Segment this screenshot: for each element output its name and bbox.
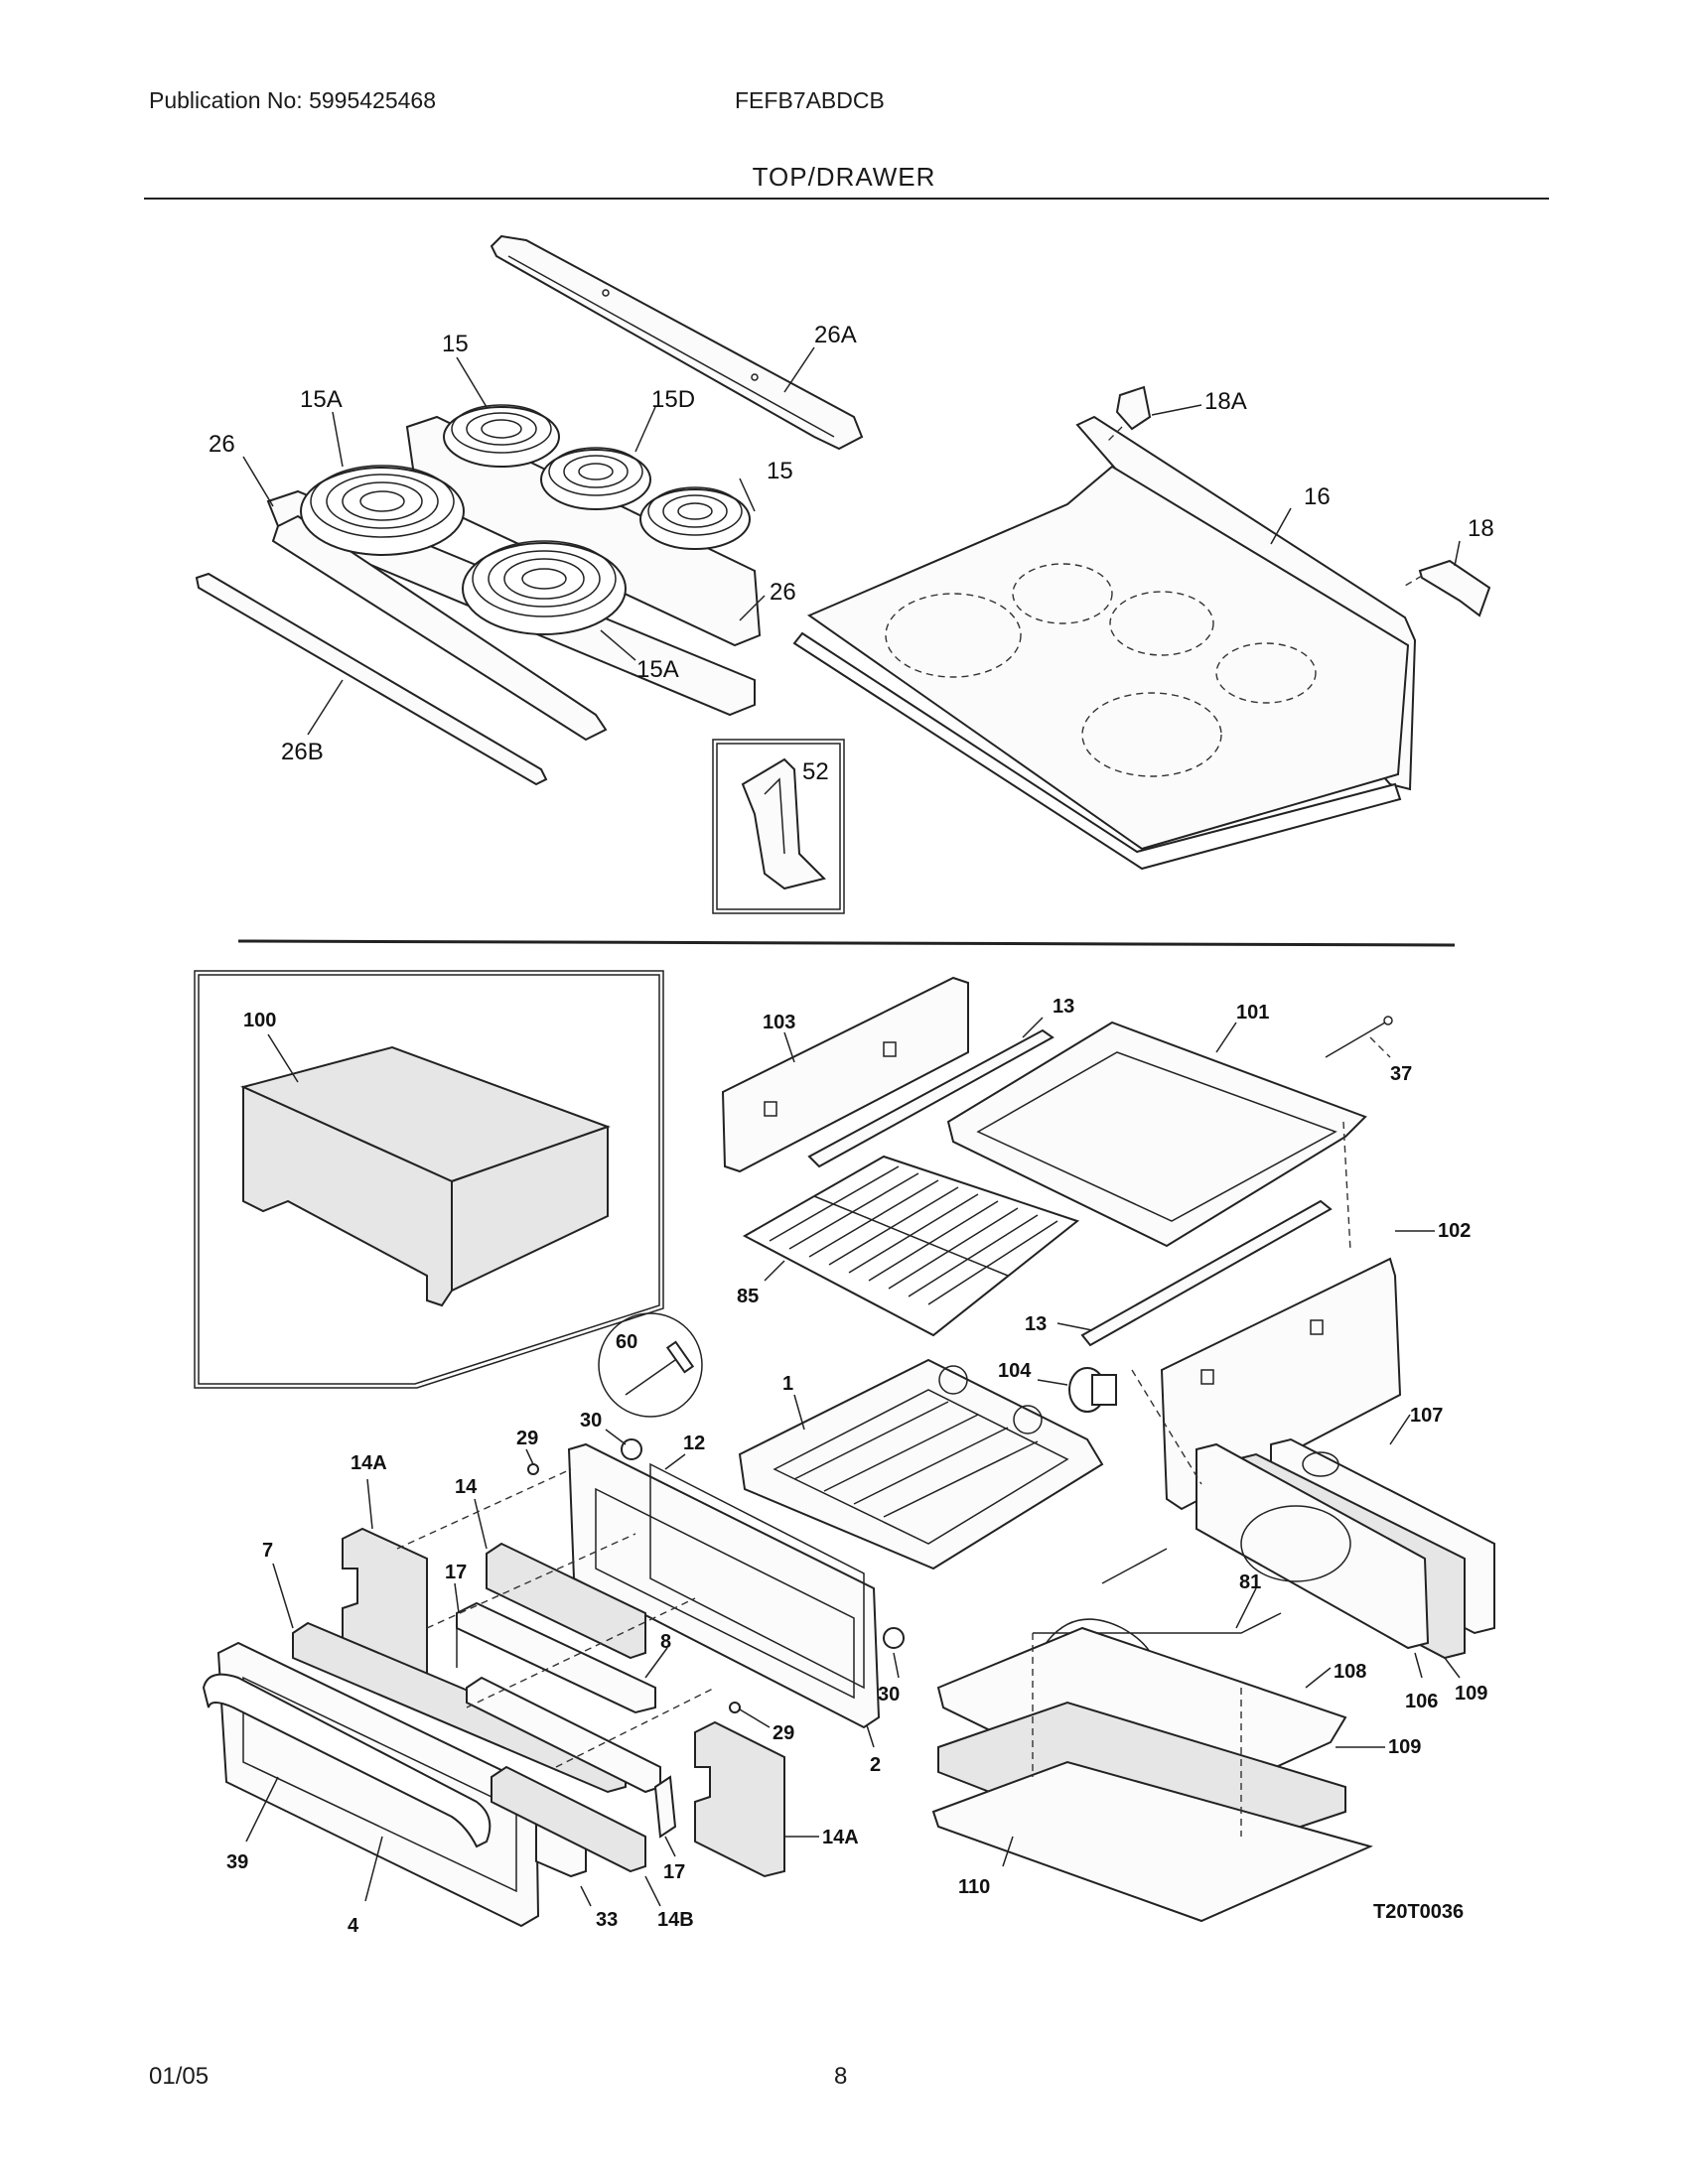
label-14a-upper: 14A [351, 1452, 387, 1474]
part-17-bracket-upper [456, 1601, 656, 1714]
label-14a-lower: 14A [822, 1827, 859, 1848]
part-14-insulation-strip [486, 1542, 646, 1660]
label-1: 1 [782, 1373, 793, 1395]
label-15d: 15D [651, 386, 695, 413]
label-101: 101 [1236, 1002, 1269, 1024]
label-103: 103 [763, 1012, 795, 1033]
part-110-bottom-cover [931, 1760, 1373, 1923]
label-18: 18 [1468, 515, 1494, 542]
part-39-handle [202, 1673, 492, 1848]
part-104-lamp-socket [1068, 1367, 1117, 1413]
label-17-upper: 17 [445, 1562, 467, 1583]
part-60-screw [625, 1340, 695, 1396]
part-14a-insulation-right [694, 1720, 785, 1878]
label-14: 14 [455, 1476, 478, 1498]
label-39: 39 [226, 1851, 248, 1873]
assembly-lines [396, 1121, 1351, 1837]
part-13-rail-upper [807, 1028, 1055, 1168]
part-29-screw-upper [527, 1463, 539, 1475]
part-26b-front-strip [195, 572, 548, 786]
label-15a-left: 15A [300, 386, 343, 413]
label-108: 108 [1334, 1661, 1366, 1683]
inset-box-100 [194, 970, 664, 1389]
part-100-insulation-blanket [240, 1045, 611, 1307]
part-12-gasket [649, 1462, 865, 1690]
section-title: TOP/DRAWER [752, 162, 936, 192]
label-100: 100 [243, 1010, 276, 1031]
label-30-lower: 30 [878, 1684, 900, 1706]
label-30-upper: 30 [580, 1410, 602, 1432]
part-1-drawer-pan [738, 1358, 1104, 1570]
part-16-glass-cooktop [792, 415, 1417, 871]
label-102: 102 [1438, 1220, 1471, 1242]
model-number: FEFB7ABDCB [735, 87, 885, 113]
part-52-trim [741, 757, 826, 890]
part-103-side-panel [721, 976, 969, 1173]
diagram-code: T20T0036 [1373, 1901, 1464, 1923]
label-14b: 14B [657, 1909, 694, 1931]
label-105: 106 [1405, 1691, 1438, 1712]
burner-15a-left-large [300, 465, 465, 556]
label-2: 2 [870, 1754, 881, 1776]
part-30-bumper-lower [883, 1627, 905, 1649]
label-26-left: 26 [209, 431, 235, 458]
label-13-lower: 13 [1025, 1313, 1047, 1335]
label-16: 16 [1304, 483, 1331, 510]
label-13-upper: 13 [1053, 996, 1074, 1018]
label-17-lower: 17 [663, 1861, 685, 1883]
label-85: 85 [737, 1286, 759, 1307]
label-104: 104 [998, 1360, 1032, 1382]
part-13-rail-lower [1080, 1199, 1333, 1347]
label-15-rear: 15 [442, 331, 469, 357]
label-4: 4 [348, 1915, 359, 1937]
label-107: 107 [1410, 1405, 1443, 1427]
label-110: 110 [958, 1876, 990, 1898]
label-52: 52 [802, 758, 829, 785]
publication-number: Publication No: 5995425468 [149, 87, 437, 113]
label-18a: 18A [1204, 388, 1247, 415]
label-15-right: 15 [767, 458, 793, 484]
label-29-lower: 29 [773, 1722, 794, 1744]
part-30-bumper-upper [621, 1438, 642, 1460]
label-81: 81 [1239, 1571, 1261, 1593]
burner-15-rear-left [443, 404, 560, 468]
inset-circle-60 [598, 1312, 703, 1418]
label-106: 109 [1455, 1683, 1487, 1705]
label-26a-top: 26A [814, 322, 857, 348]
part-7-insulation-long [292, 1621, 627, 1794]
burner-15d-rear-center [540, 447, 651, 510]
part-17-bracket-lower [653, 1775, 677, 1839]
part-18a-rear-clip [1115, 385, 1152, 431]
part-105-rear-panel [1196, 1442, 1430, 1650]
label-37: 37 [1390, 1063, 1412, 1085]
inset-box-52 [712, 739, 845, 914]
label-26-right: 26 [770, 579, 796, 606]
label-109: 109 [1388, 1736, 1421, 1758]
part-14b-insulation [491, 1765, 646, 1873]
part-26a-upper-bracket [490, 234, 864, 451]
label-29-upper: 29 [516, 1428, 538, 1449]
label-15a-front: 15A [636, 656, 679, 683]
label-7: 7 [262, 1540, 273, 1562]
label-60: 60 [616, 1331, 637, 1353]
label-8: 8 [660, 1631, 671, 1653]
footer-page-number: 8 [834, 2063, 848, 2090]
header-rule [144, 198, 1549, 200]
section-divider [237, 939, 1456, 947]
label-12: 12 [683, 1433, 705, 1454]
burner-15a-front-large [462, 540, 627, 635]
label-26b: 26B [281, 739, 324, 765]
footer-date: 01/05 [149, 2063, 210, 2090]
part-85-oven-rack [742, 1155, 1080, 1337]
part-37-wire-clip [1325, 1016, 1393, 1058]
part-101-oven-top [946, 1021, 1367, 1248]
label-33: 33 [596, 1909, 618, 1931]
burner-15-right [639, 486, 751, 550]
part-18-side-clip [1418, 559, 1491, 617]
part-29-screw-lower [729, 1702, 741, 1713]
